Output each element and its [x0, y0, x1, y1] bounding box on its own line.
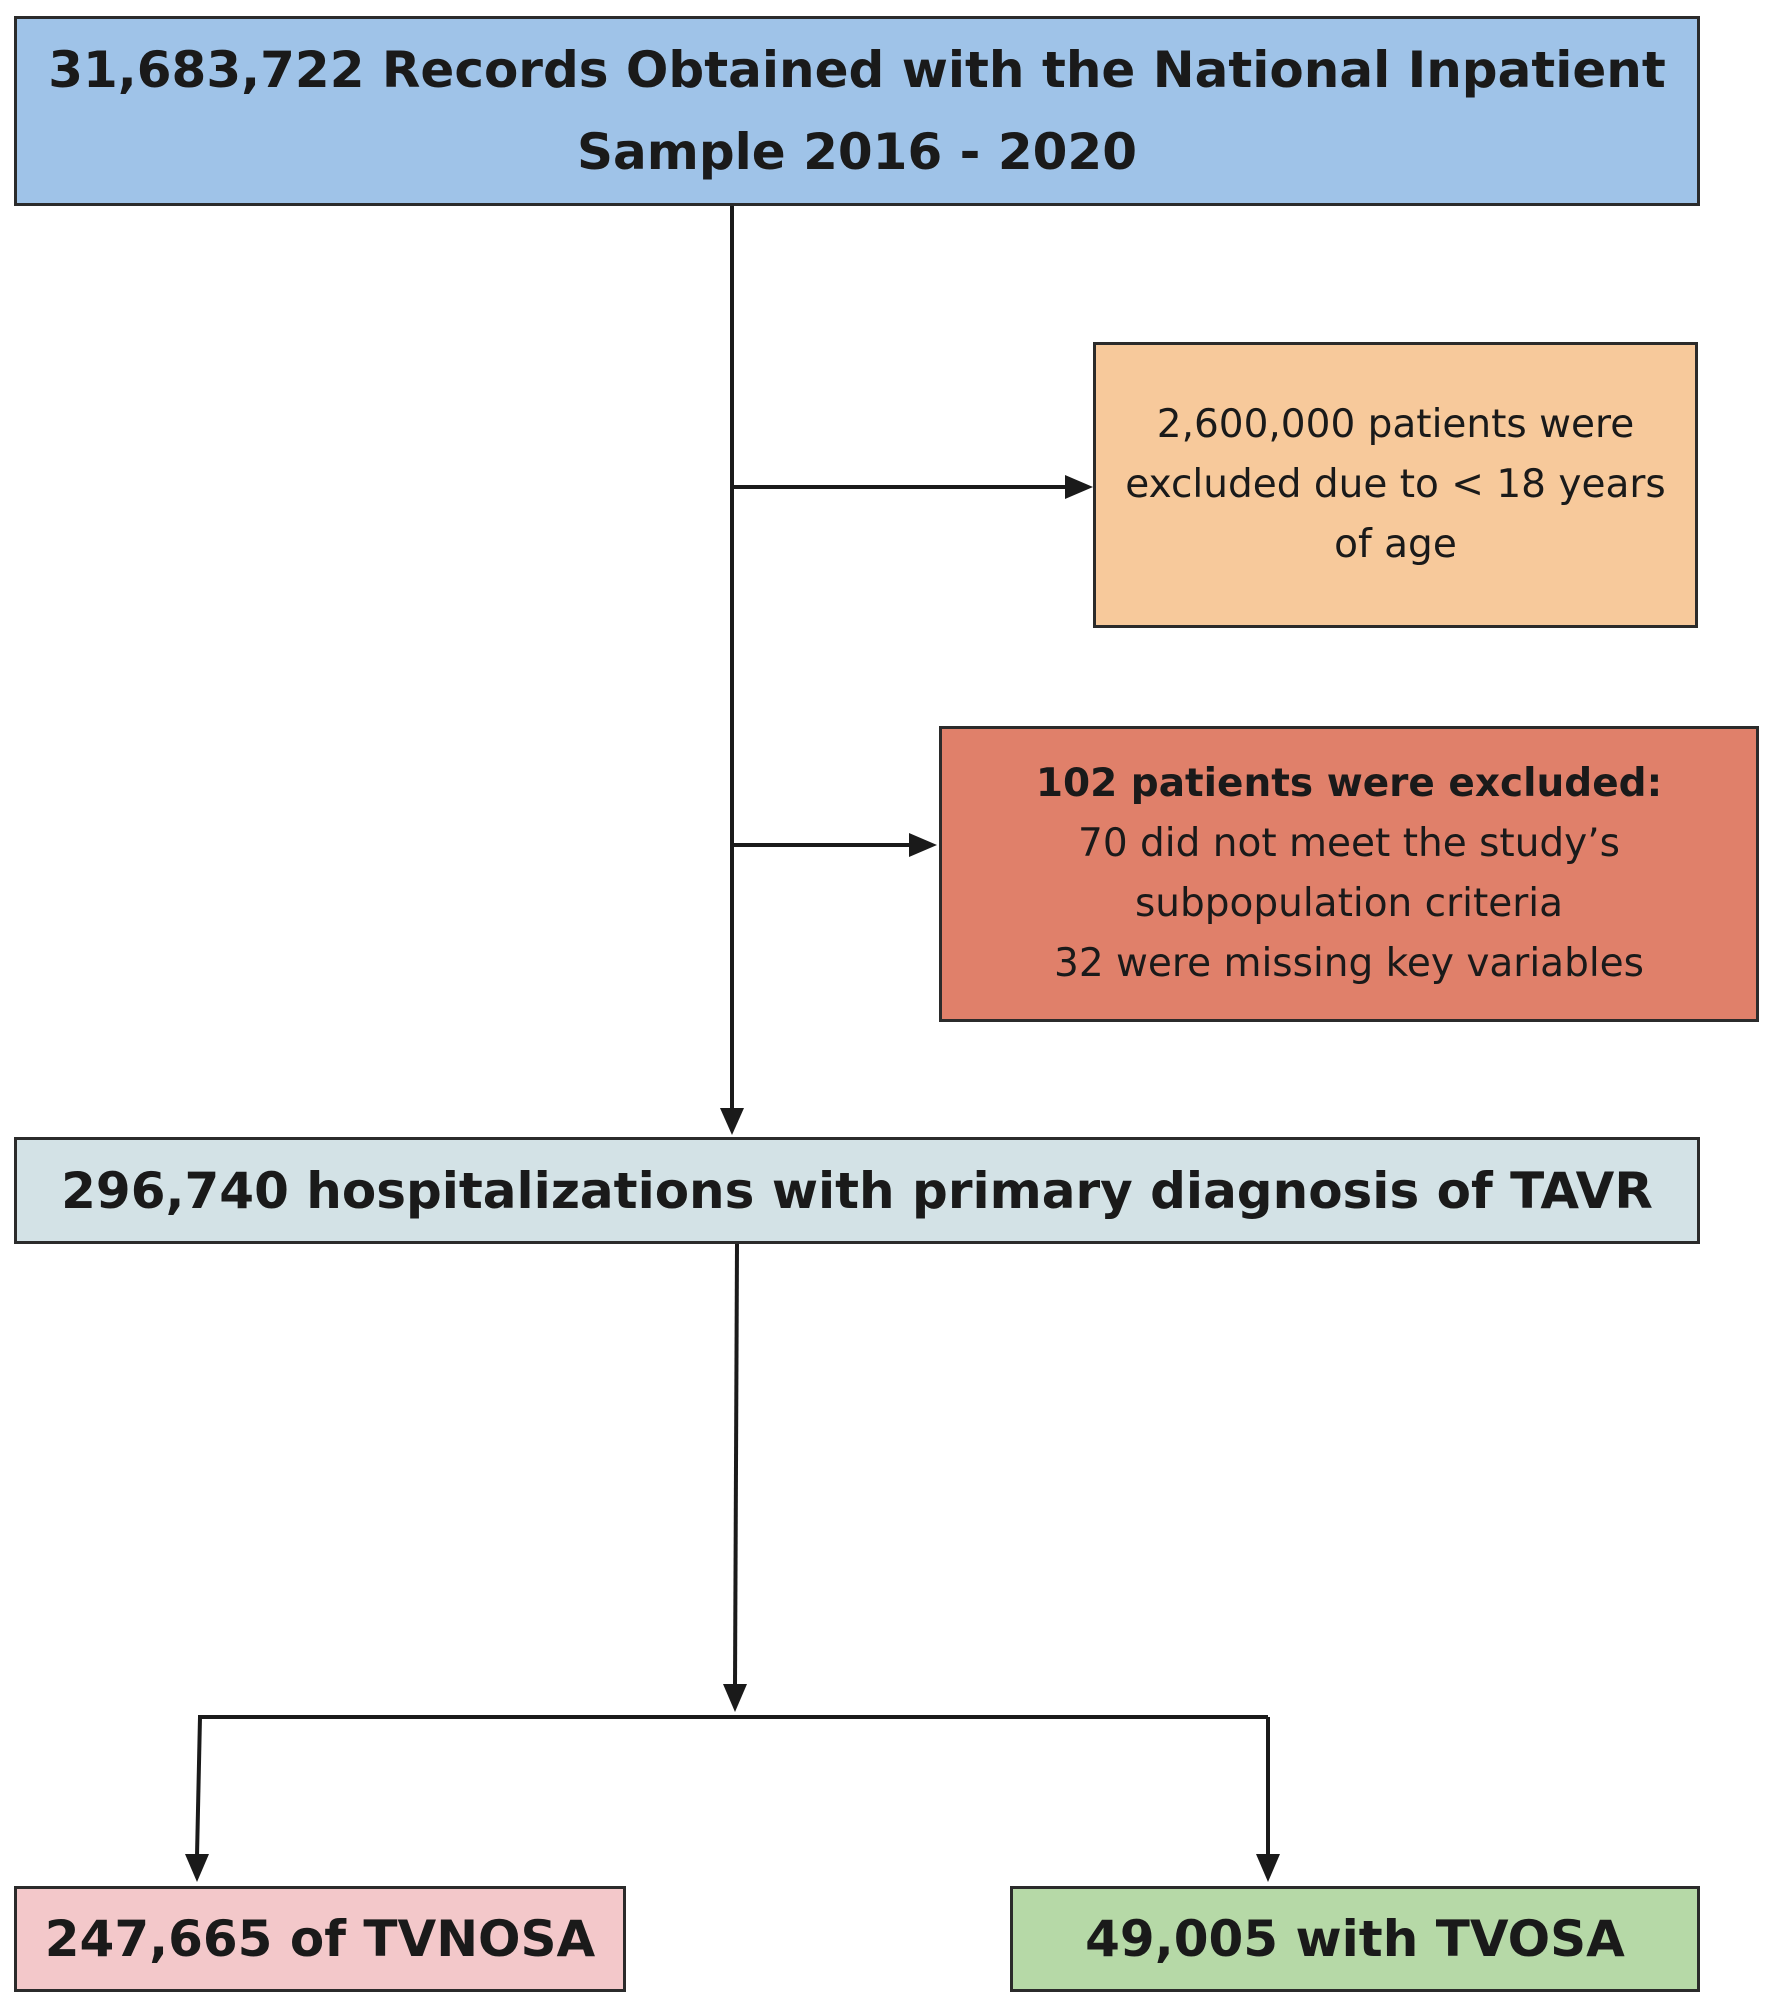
- arrowhead-split: [723, 1684, 747, 1712]
- edge-split-to-tvnosa: [195, 1716, 202, 1857]
- age-exclusion-line-2: excluded due to < 18 years: [1125, 462, 1666, 507]
- criteria-exclusion-box: 102 patients were excluded: 70 did not m…: [939, 726, 1759, 1022]
- records-line-2: Sample 2016 - 2020: [577, 123, 1137, 181]
- age-exclusion-line-3: of age: [1334, 522, 1457, 567]
- age-exclusion-box: 2,600,000 patients were excluded due to …: [1093, 342, 1698, 628]
- tvosa-box: 49,005 with TVOSA: [1010, 1886, 1700, 1992]
- criteria-exclusion-line-2: subpopulation criteria: [1134, 881, 1564, 926]
- edge-hospitalizations-trunk: [733, 1243, 739, 1687]
- criteria-exclusion-line-3: 32 were missing key variables: [1054, 941, 1644, 986]
- arrowhead-age-exclusion: [1065, 475, 1093, 499]
- tvnosa-box: 247,665 of TVNOSA: [14, 1886, 626, 1992]
- arrowhead-tvnosa: [185, 1854, 209, 1882]
- tvnosa-text: 247,665 of TVNOSA: [44, 1910, 596, 1968]
- records-obtained-box: 31,683,722 Records Obtained with the Nat…: [14, 16, 1700, 206]
- hospitalizations-text: 296,740 hospitalizations with primary di…: [61, 1161, 1653, 1220]
- records-line-1: 31,683,722 Records Obtained with the Nat…: [48, 41, 1666, 99]
- arrowhead-hospitalizations: [720, 1108, 744, 1135]
- criteria-exclusion-line-1: 70 did not meet the study’s: [1078, 821, 1620, 866]
- arrowhead-criteria-exclusion: [909, 833, 937, 857]
- arrowhead-tvosa: [1256, 1854, 1280, 1882]
- hospitalizations-box: 296,740 hospitalizations with primary di…: [14, 1137, 1700, 1244]
- tvosa-text: 49,005 with TVOSA: [1085, 1910, 1625, 1968]
- age-exclusion-line-1: 2,600,000 patients were: [1156, 402, 1635, 447]
- criteria-exclusion-heading: 102 patients were excluded:: [1035, 761, 1663, 806]
